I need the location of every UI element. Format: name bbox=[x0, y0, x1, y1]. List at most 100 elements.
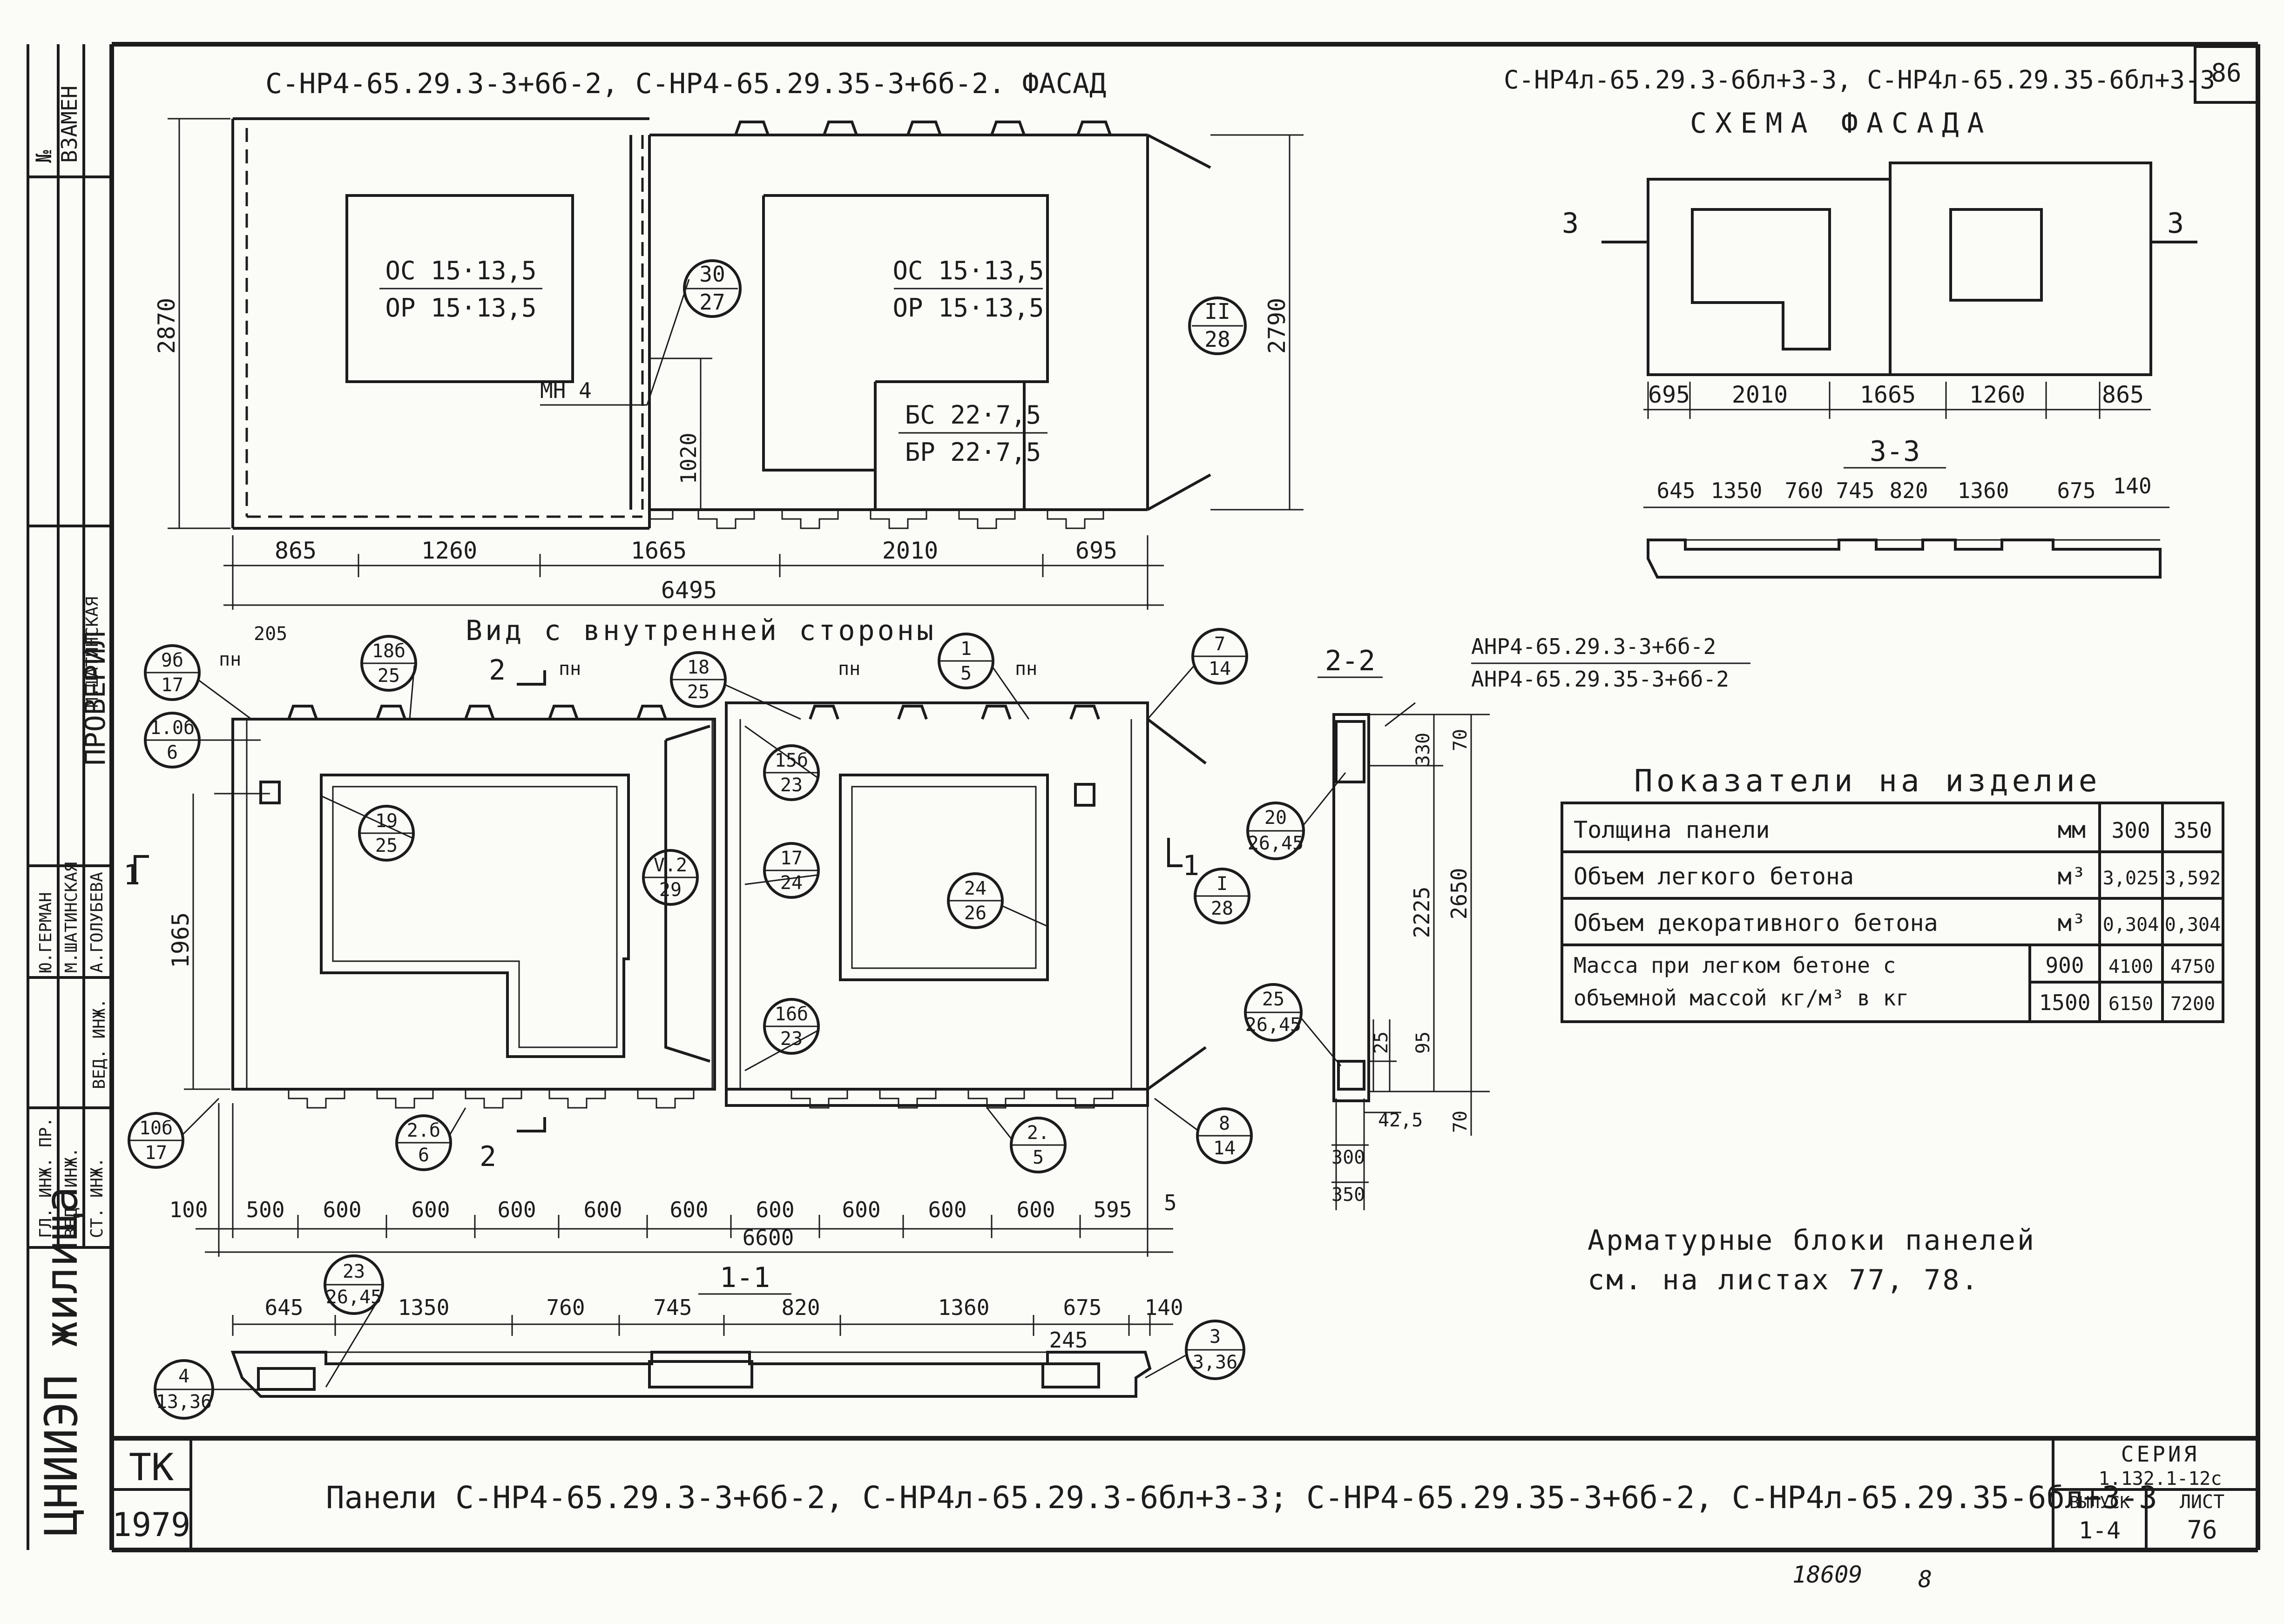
s33-dim-4: 820 bbox=[1889, 478, 1928, 503]
facade-bubble-28: 28 bbox=[1204, 327, 1230, 352]
section-2-2 bbox=[1331, 702, 1490, 1210]
scheme-dim-2: 1665 bbox=[1860, 381, 1916, 408]
inner-view-title: Вид с внутренней стороны bbox=[466, 614, 936, 647]
ind-row0-v1: 300 bbox=[2111, 818, 2150, 843]
inner-bubbles bbox=[128, 628, 1253, 1173]
b6-bot: 25 bbox=[375, 835, 398, 856]
ind-row0-name: Толщина панели bbox=[1574, 816, 1770, 843]
title-sheet-label: ЛИСТ bbox=[2180, 1491, 2224, 1513]
ind-mass1-v2: 7200 bbox=[2170, 993, 2215, 1015]
facade-window2-b: ОР 15·13,5 bbox=[892, 293, 1044, 323]
b0-bot: 17 bbox=[161, 674, 183, 696]
ind-mass1-v1: 6150 bbox=[2108, 993, 2153, 1015]
s11-dim-3: 745 bbox=[653, 1295, 692, 1320]
s33-dim-3: 745 bbox=[1836, 478, 1874, 503]
section-1-1-title: 1-1 bbox=[720, 1261, 770, 1294]
note-line1: Арматурные блоки панелей bbox=[1588, 1224, 2036, 1257]
b16-bot: 14 bbox=[1213, 1138, 1236, 1159]
s11-bubble23-bot: 26,45 bbox=[326, 1287, 382, 1308]
s22-d2225: 2225 bbox=[1409, 887, 1434, 938]
s22-d300: 300 bbox=[1331, 1147, 1365, 1168]
inv-suffix: 8 bbox=[1918, 1566, 1932, 1593]
s33-dim-7: 140 bbox=[2113, 473, 2151, 499]
inner-pn-1: пн bbox=[219, 649, 241, 670]
title-series-label: СЕРИЯ bbox=[2121, 1442, 2199, 1467]
facade-dim-ticks bbox=[232, 535, 1149, 610]
scheme-dim-3: 1260 bbox=[1969, 381, 2025, 408]
b11-bot: 28 bbox=[1211, 898, 1233, 919]
s33-dim-0: 645 bbox=[1656, 478, 1695, 503]
inner-pn-3: пн bbox=[838, 658, 860, 680]
stamp-vzamen: ВЗАМЕН bbox=[57, 86, 82, 163]
inner-cut-1-left: 1 bbox=[123, 859, 140, 891]
s22-d350: 350 bbox=[1331, 1184, 1365, 1206]
inner-cut-1-right: 1 bbox=[1183, 849, 1199, 882]
ind-row1-v2: 3,592 bbox=[2165, 868, 2221, 889]
b16-top: 8 bbox=[1219, 1113, 1230, 1134]
facade-window1-b: ОР 15·13,5 bbox=[385, 293, 536, 323]
facade-view bbox=[231, 117, 1211, 530]
s33-dim-6: 675 bbox=[2057, 478, 2095, 503]
facade-bubble-II: II bbox=[1204, 299, 1230, 324]
b8-bot: 23 bbox=[780, 775, 803, 796]
stamp-name-2: М.ШАТИНСКАЯ bbox=[62, 862, 81, 973]
title-issue-label: ВЫПУСК bbox=[2069, 1493, 2130, 1512]
note-line2: см. на листах 77, 78. bbox=[1588, 1264, 1980, 1296]
b9-bot: 24 bbox=[780, 872, 803, 894]
b1-top: 18б bbox=[372, 640, 405, 662]
b14-bot: 6 bbox=[418, 1145, 429, 1166]
stamp-no: № bbox=[31, 150, 56, 163]
inner-dim-b11: 595 bbox=[1093, 1197, 1132, 1222]
s22-code-a: АНР4-65.29.3-3+6б-2 bbox=[1471, 634, 1716, 659]
indicators-title: Показатели на изделие bbox=[1634, 763, 2101, 799]
inner-cut-2-bot: 2 bbox=[480, 1140, 496, 1173]
stamp-name-3: А.ГОЛУБЕВА bbox=[88, 872, 107, 973]
facade-bubble-30: 30 bbox=[699, 262, 725, 287]
inner-dim-b8: 600 bbox=[842, 1197, 880, 1222]
b15-top: 2. bbox=[1027, 1122, 1049, 1144]
facade-dim-height: 2870 bbox=[153, 298, 180, 354]
s11-dim-5: 1360 bbox=[938, 1295, 990, 1320]
inner-pn-4: пн bbox=[1015, 658, 1037, 680]
b7-top: V.2 bbox=[654, 855, 687, 876]
s22-bubble20-top: 20 bbox=[1264, 807, 1287, 829]
b3-top: 1 bbox=[960, 638, 972, 660]
inner-dim-205: 205 bbox=[254, 623, 287, 645]
title-issue-value: 1-4 bbox=[2079, 1517, 2121, 1544]
s22-bubble25-top: 25 bbox=[1262, 989, 1284, 1010]
facade-door-a: БС 22·7,5 bbox=[905, 400, 1041, 430]
ind-mass-name-2: объемной массой кг/м³ в кг bbox=[1574, 985, 1909, 1011]
scheme-panels-title: С-НР4л-65.29.3-6бл+3-3, С-НР4л-65.29.35-… bbox=[1504, 65, 2215, 94]
inner-dim-b0: 100 bbox=[169, 1197, 208, 1222]
s22-d70a: 70 bbox=[1450, 729, 1471, 751]
stamp-org: ЦНИИЭП жилища bbox=[35, 1186, 88, 1536]
inner-dim-b6: 600 bbox=[669, 1197, 708, 1222]
s11-dim-7: 140 bbox=[1144, 1295, 1183, 1320]
inner-dim-b1: 500 bbox=[246, 1197, 284, 1222]
inner-dim-total: 6600 bbox=[743, 1225, 794, 1250]
b13-bot: 17 bbox=[145, 1142, 167, 1164]
stamp-checked: ПРОВЕРИЛ bbox=[79, 631, 112, 766]
b2-top: 18 bbox=[687, 657, 710, 678]
s11-bubble23-top: 23 bbox=[343, 1261, 365, 1282]
s11-dim-4: 820 bbox=[781, 1295, 820, 1320]
s22-d425: 42,5 bbox=[1378, 1110, 1423, 1131]
stamp-role-3: СТ. ИНЖ. bbox=[88, 1158, 107, 1238]
ind-mass0-v1: 4100 bbox=[2108, 956, 2153, 977]
scheme-cut-right: 3 bbox=[2167, 207, 2184, 240]
b12-bot: 23 bbox=[780, 1028, 803, 1050]
ind-row2-unit: м³ bbox=[2058, 910, 2086, 937]
inner-view bbox=[214, 701, 1207, 1109]
s22-bubble20-bot: 26,45 bbox=[1248, 833, 1304, 854]
inner-dim-b10: 600 bbox=[1016, 1197, 1055, 1222]
s22-d70b: 70 bbox=[1450, 1111, 1471, 1133]
b15-bot: 5 bbox=[1033, 1147, 1044, 1168]
inner-dim-b4: 600 bbox=[497, 1197, 536, 1222]
section-3-3-title: 3-3 bbox=[1870, 435, 1920, 468]
s22-bubble25-bot: 26,45 bbox=[1245, 1014, 1301, 1036]
inner-dim-b3: 600 bbox=[411, 1197, 450, 1222]
s11-bubble4-bot: 13,36 bbox=[156, 1391, 212, 1413]
s22-d25: 25 bbox=[1371, 1031, 1392, 1054]
ind-row1-unit: м³ bbox=[2058, 863, 2086, 890]
